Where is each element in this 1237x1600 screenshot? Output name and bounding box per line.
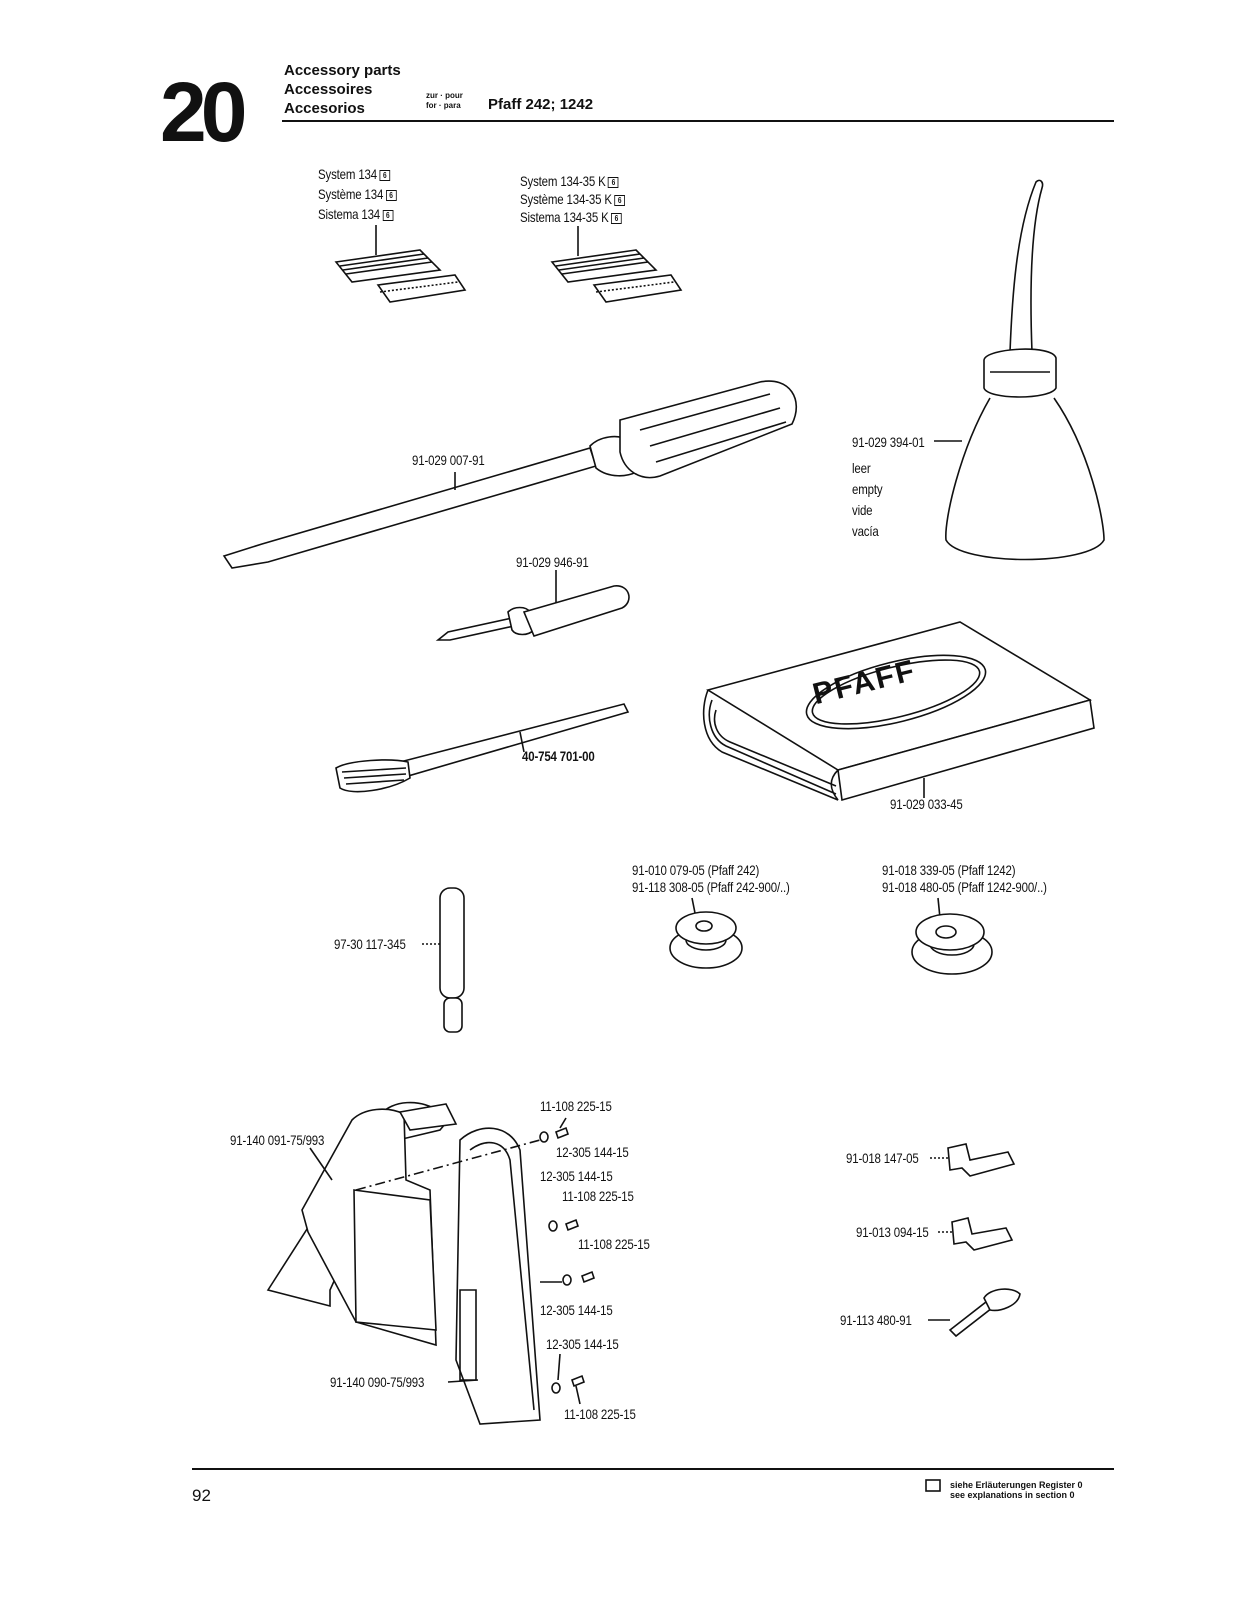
screws-washers-icon <box>539 1117 595 1405</box>
title-en: Accessory parts <box>284 62 401 79</box>
legend-box-icon <box>925 1479 941 1492</box>
label-washer-c: 12-305 144-15 <box>540 1302 613 1318</box>
title-es: Accesorios <box>284 100 365 117</box>
cover-plate-icon <box>266 1101 541 1425</box>
needle-pack-right-icon <box>550 226 683 303</box>
presser-foot-2-icon <box>938 1217 1014 1251</box>
bobbin-left-icon <box>669 897 743 969</box>
label-washer-b: 12-305 144-15 <box>540 1168 613 1184</box>
label-presser-foot-1: 91-018 147-05 <box>846 1150 919 1166</box>
bobbin-right-icon <box>911 897 993 975</box>
large-screwdriver-icon <box>222 380 797 569</box>
label-manual: 91-029 033-45 <box>890 796 963 812</box>
label-screw-b: 11-108 225-15 <box>562 1188 634 1204</box>
header-rule <box>282 120 1114 122</box>
label-oil-can-desc: leer empty vide vacía <box>852 460 883 539</box>
label-screw-d: 11-108 225-15 <box>564 1406 636 1422</box>
needle-pack-left-icon <box>334 225 467 303</box>
label-oil-can: 91-029 394-01 <box>852 434 925 450</box>
title-fr: Accessoires <box>284 81 373 98</box>
presser-foot-1-icon <box>930 1143 1016 1177</box>
label-screw-a: 11-108 225-15 <box>540 1098 612 1114</box>
label-screwdriver-small: 91-029 946-91 <box>516 554 589 570</box>
section-number: 20 <box>160 65 247 159</box>
label-screwdriver-large: 91-029 007-91 <box>412 452 485 468</box>
for-label-2: for · para <box>426 101 461 110</box>
label-presser-foot-2: 91-013 094-15 <box>856 1224 929 1240</box>
footer-note-de: siehe Erläuterungen Register 0 <box>950 1480 1083 1490</box>
footer-note-en: see explanations in section 0 <box>950 1490 1075 1500</box>
small-screwdriver-icon <box>435 570 630 641</box>
footer-rule <box>192 1468 1114 1470</box>
label-spool-pin: 97-30 117-345 <box>334 936 406 952</box>
for-label-1: zur · pour <box>426 91 463 100</box>
label-cover-top: 91-140 091-75/993 <box>230 1132 325 1148</box>
label-brush: 40-754 701-00 <box>522 748 595 764</box>
label-washer-a: 12-305 144-15 <box>556 1144 629 1160</box>
brush-icon <box>335 703 630 793</box>
model-label: Pfaff 242; 1242 <box>488 96 594 113</box>
page-number: 92 <box>192 1486 211 1505</box>
spool-pin-icon <box>422 887 465 1033</box>
label-bobbin-right-1: 91-018 339-05 (Pfaff 1242) <box>882 862 1016 878</box>
label-washer-d: 12-305 144-15 <box>546 1336 619 1352</box>
label-key: 91-113 480-91 <box>840 1312 912 1328</box>
label-bobbin-right-2: 91-018 480-05 (Pfaff 1242-900/..) <box>882 879 1047 895</box>
manual-icon <box>702 621 1095 802</box>
label-screw-c: 11-108 225-15 <box>578 1236 650 1252</box>
oil-can-icon <box>934 179 1105 561</box>
label-bobbin-left-2: 91-118 308-05 (Pfaff 242-900/..) <box>632 879 790 895</box>
label-bobbin-left-1: 91-010 079-05 (Pfaff 242) <box>632 862 760 878</box>
label-cover-bottom: 91-140 090-75/993 <box>330 1374 425 1390</box>
key-icon <box>928 1288 1021 1338</box>
